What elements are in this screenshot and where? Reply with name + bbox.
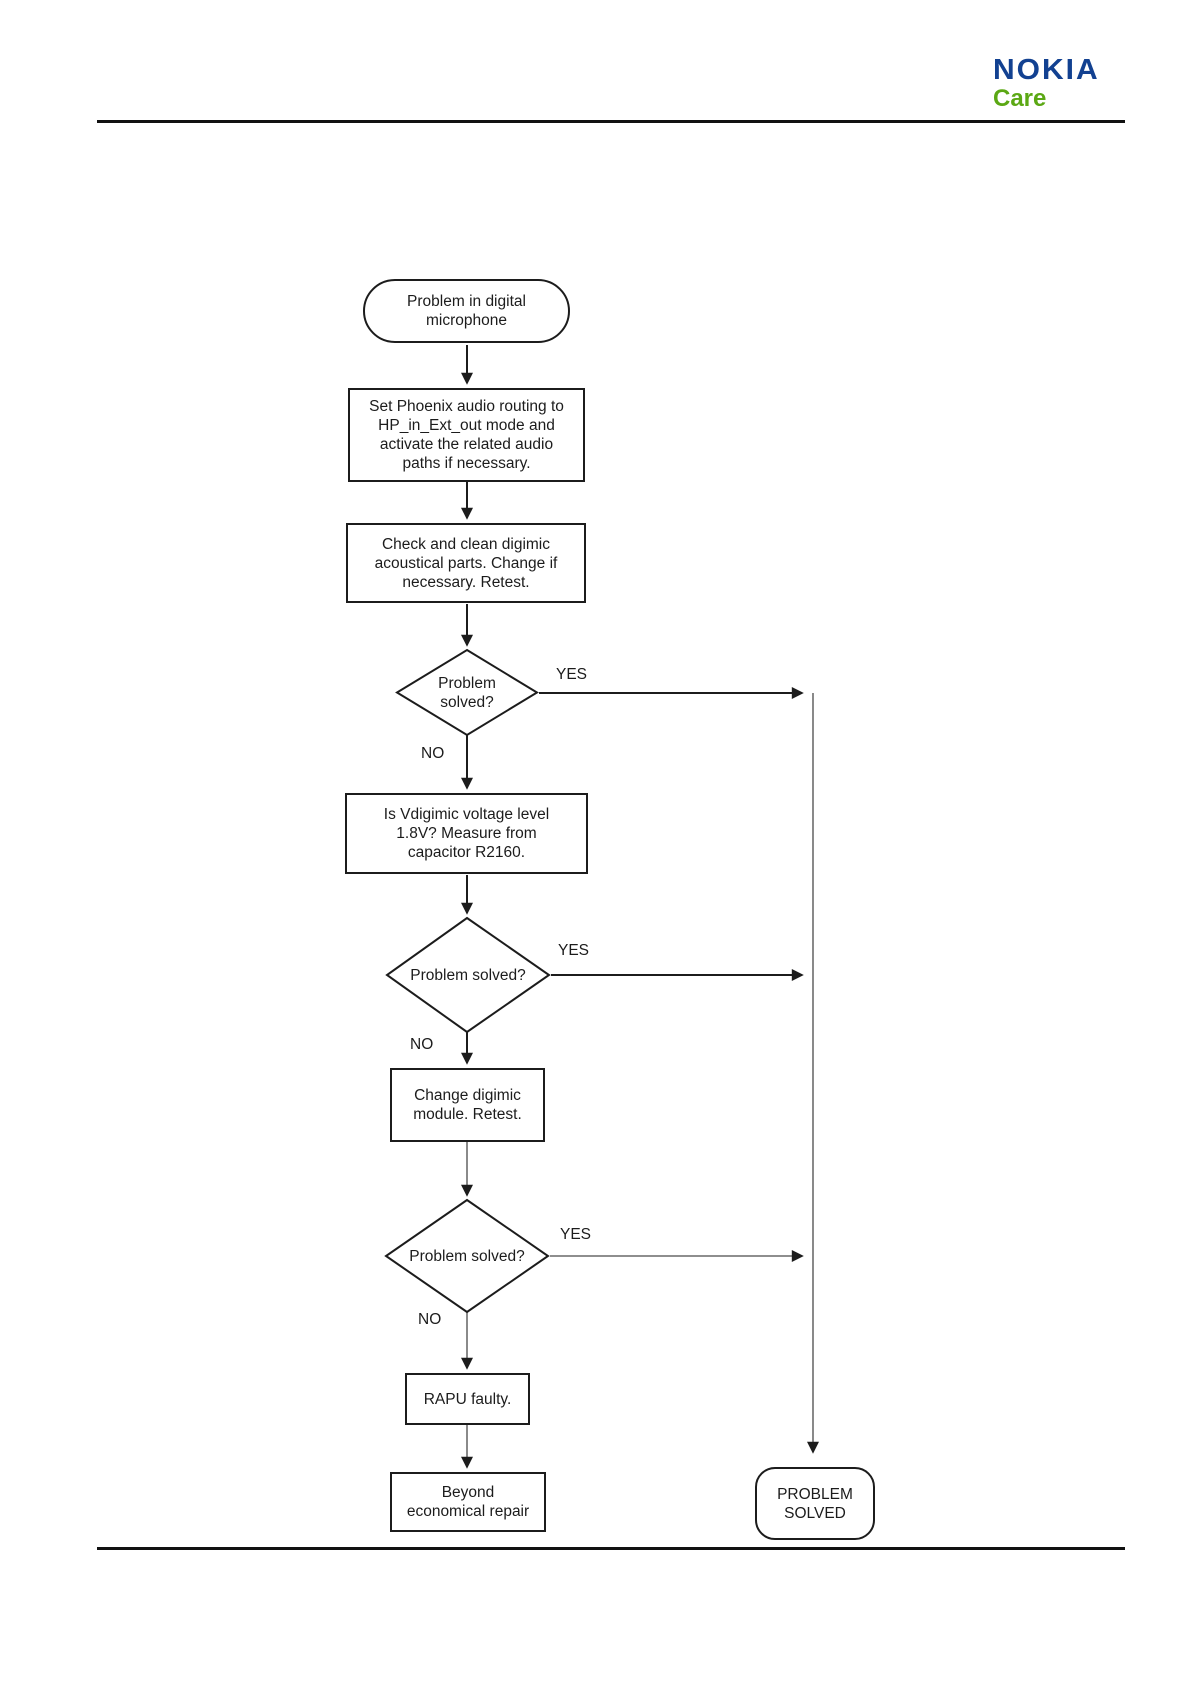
decision2-problem-solved: Problem solved? <box>410 966 526 984</box>
decision3-yes-label: YES <box>560 1226 592 1243</box>
decision2-diamond <box>385 916 551 1034</box>
decision3-no-label: NO <box>418 1311 442 1328</box>
decision1-yes-label: YES <box>556 666 588 683</box>
nokia-wordmark: NOKIA <box>993 54 1100 86</box>
decision1-no-label: NO <box>421 745 445 762</box>
process-check-clean-digimic: Check and clean digimic acoustical parts… <box>346 523 586 603</box>
care-wordmark: Care <box>993 85 1047 112</box>
nokia-care-logo: NOKIA Care <box>993 56 1100 111</box>
footer-rule <box>97 1547 1125 1550</box>
process-beyond-economical-repair: Beyond economical repair <box>390 1472 546 1532</box>
decision3-problem-solved: Problem solved? <box>409 1247 525 1265</box>
start-terminator: Problem in digital microphone <box>363 279 570 343</box>
decision1-problem-solved: Problem solved? <box>438 674 496 711</box>
decision1-diamond <box>395 648 539 737</box>
process-change-digimic-module: Change digimic module. Retest. <box>390 1068 545 1142</box>
decision2-no-label: NO <box>410 1036 434 1053</box>
end-terminator-problem-solved: PROBLEM SOLVED <box>755 1467 875 1540</box>
process-set-phoenix-routing: Set Phoenix audio routing to HP_in_Ext_o… <box>348 388 585 482</box>
process-rapu-faulty: RAPU faulty. <box>405 1373 530 1425</box>
process-measure-vdigimic: Is Vdigimic voltage level 1.8V? Measure … <box>345 793 588 874</box>
decision2-yes-label: YES <box>558 942 590 959</box>
header-rule <box>97 120 1125 123</box>
decision3-diamond <box>384 1198 550 1314</box>
